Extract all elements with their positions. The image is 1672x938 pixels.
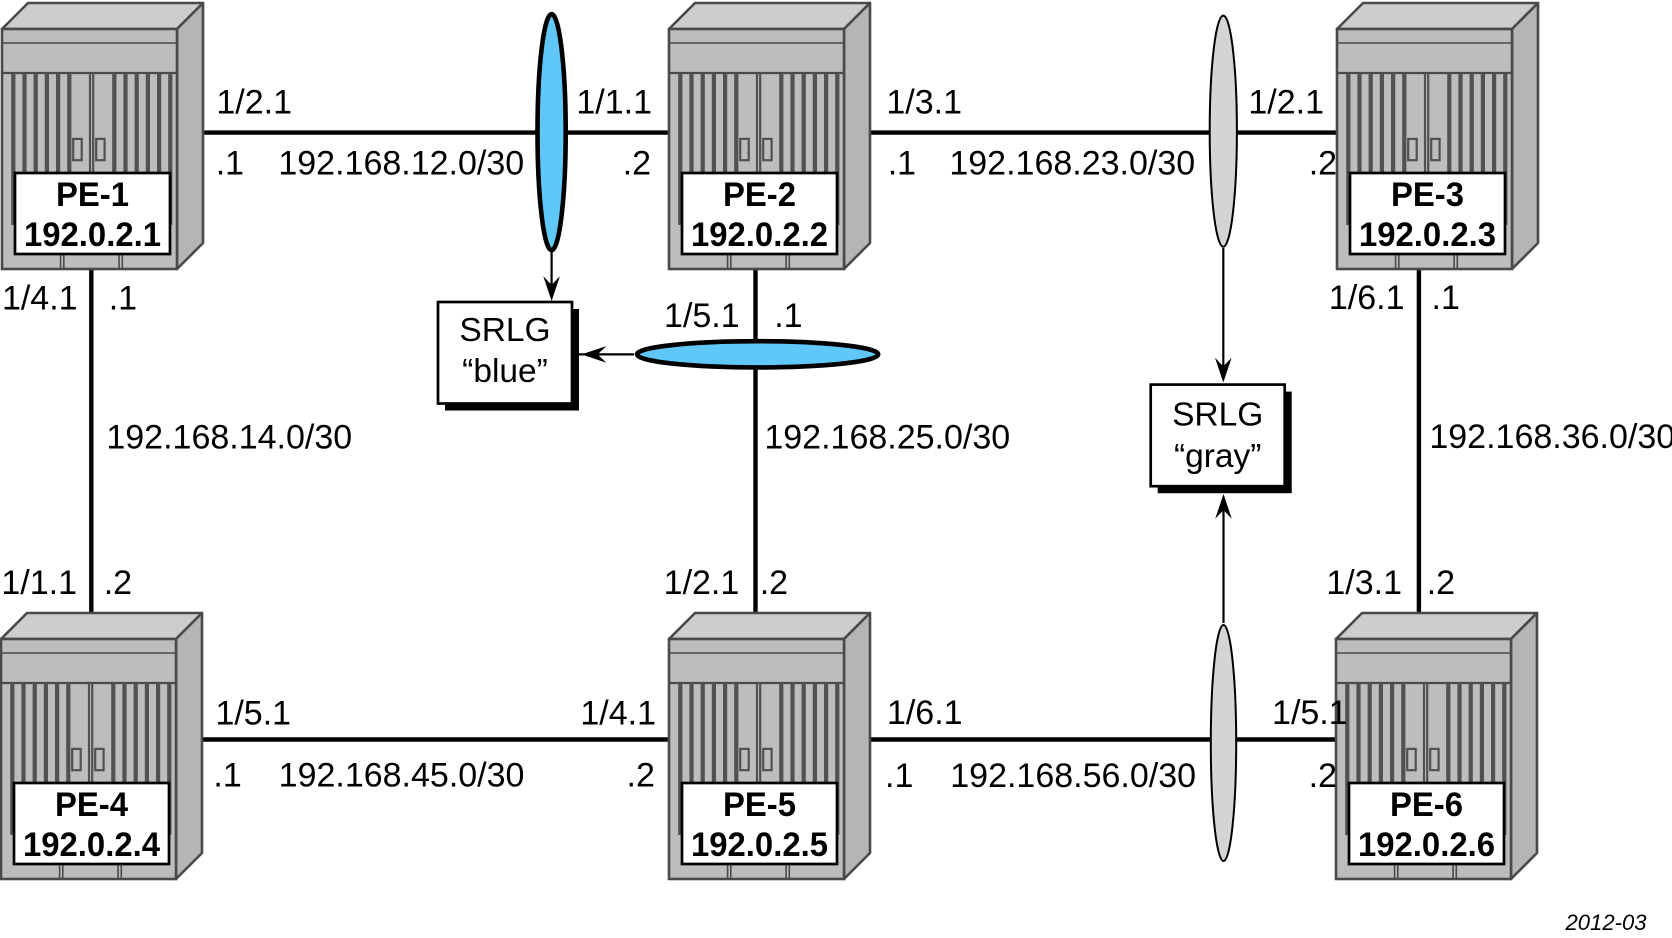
svg-text:.1: .1: [888, 145, 916, 183]
svg-text:1/5.1: 1/5.1: [1272, 694, 1348, 732]
svg-text:192.0.2.1: 192.0.2.1: [24, 216, 161, 254]
svg-text:.2: .2: [1309, 145, 1337, 183]
svg-text:1/1.1: 1/1.1: [576, 84, 652, 122]
svg-text:1/2.1: 1/2.1: [1248, 84, 1324, 122]
svg-text:.1: .1: [216, 145, 244, 183]
svg-text:192.0.2.5: 192.0.2.5: [691, 826, 828, 864]
svg-text:192.0.2.3: 192.0.2.3: [1359, 216, 1496, 254]
svg-text:1/4.1: 1/4.1: [580, 695, 656, 733]
svg-text:192.168.56.0/30: 192.168.56.0/30: [950, 757, 1196, 795]
svg-text:.1: .1: [109, 280, 137, 318]
svg-text:.1: .1: [885, 757, 913, 795]
svg-text:.2: .2: [623, 145, 651, 183]
svg-text:1/6.1: 1/6.1: [887, 694, 963, 732]
svg-text:1/6.1: 1/6.1: [1329, 279, 1405, 317]
svg-text:SRLG: SRLG: [459, 312, 550, 349]
svg-text:PE-1: PE-1: [56, 176, 129, 214]
svg-text:1/3.1: 1/3.1: [886, 84, 962, 122]
svg-text:192.0.2.6: 192.0.2.6: [1358, 826, 1495, 864]
svg-text:1/2.1: 1/2.1: [664, 564, 740, 602]
svg-text:PE-6: PE-6: [1390, 786, 1463, 824]
svg-text:PE-2: PE-2: [723, 176, 796, 214]
svg-text:PE-3: PE-3: [1391, 176, 1464, 214]
svg-text:192.0.2.2: 192.0.2.2: [691, 216, 828, 254]
svg-text:.2: .2: [1309, 757, 1337, 795]
svg-text:1/4.1: 1/4.1: [2, 280, 78, 318]
svg-text:.2: .2: [104, 564, 132, 602]
svg-text:1/3.1: 1/3.1: [1326, 564, 1402, 602]
svg-text:1/5.1: 1/5.1: [215, 695, 291, 733]
svg-text:192.168.12.0/30: 192.168.12.0/30: [278, 145, 524, 183]
svg-text:.2: .2: [1427, 564, 1455, 602]
svg-text:PE-4: PE-4: [55, 786, 128, 824]
svg-text:192.168.36.0/30: 192.168.36.0/30: [1429, 418, 1672, 456]
svg-text:.2: .2: [760, 564, 788, 602]
svg-text:.1: .1: [213, 756, 241, 794]
svg-text:192.168.25.0/30: 192.168.25.0/30: [764, 419, 1010, 457]
svg-text:.2: .2: [627, 756, 655, 794]
svg-text:.1: .1: [774, 297, 802, 335]
svg-text:192.168.45.0/30: 192.168.45.0/30: [279, 756, 525, 794]
svg-text:192.168.14.0/30: 192.168.14.0/30: [106, 419, 352, 457]
svg-text:1/5.1: 1/5.1: [664, 297, 740, 335]
svg-text:1/1.1: 1/1.1: [1, 564, 77, 602]
svg-text:192.0.2.4: 192.0.2.4: [23, 826, 160, 864]
svg-text:192.168.23.0/30: 192.168.23.0/30: [949, 145, 1195, 183]
svg-text:.1: .1: [1432, 279, 1460, 317]
svg-text:2012-03: 2012-03: [1565, 910, 1647, 935]
svg-text:SRLG: SRLG: [1172, 397, 1263, 434]
svg-text:1/2.1: 1/2.1: [216, 84, 292, 122]
svg-text:PE-5: PE-5: [723, 786, 796, 824]
svg-text:“blue”: “blue”: [462, 353, 548, 390]
svg-text:“gray”: “gray”: [1174, 438, 1261, 475]
